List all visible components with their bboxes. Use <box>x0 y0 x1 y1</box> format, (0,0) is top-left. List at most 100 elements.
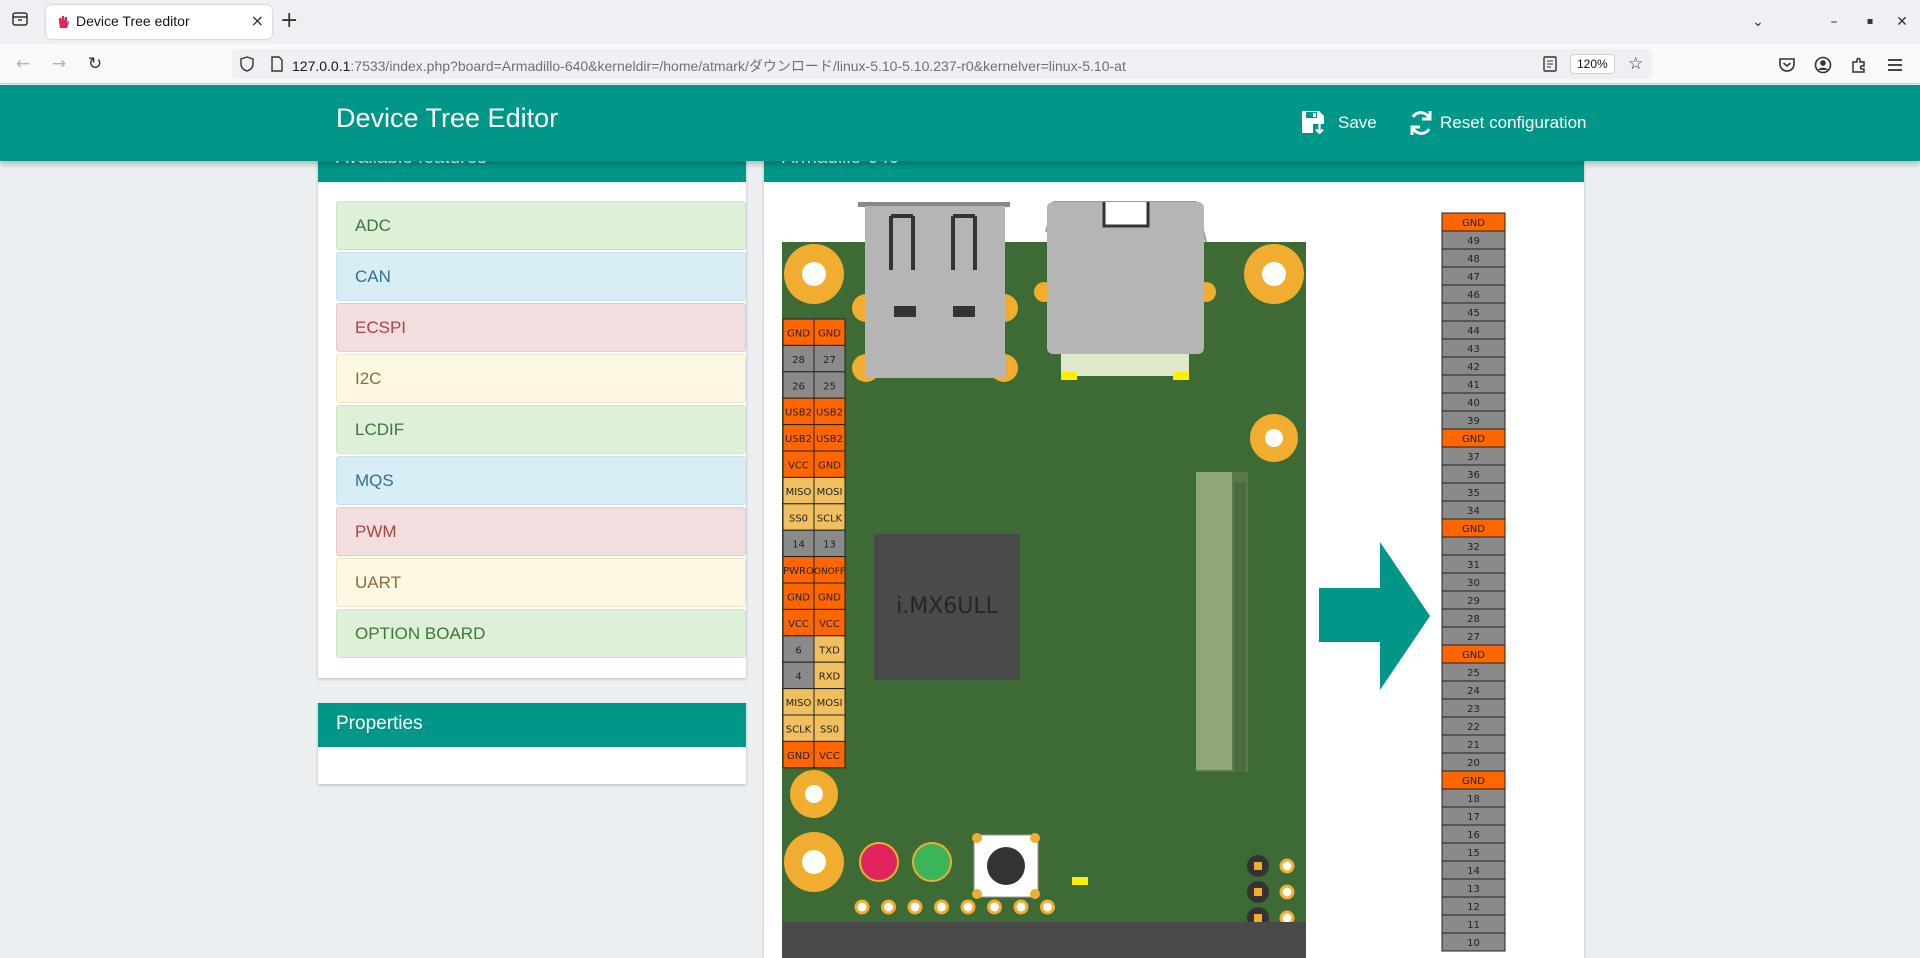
tabs-dropdown-chevron-icon[interactable]: ⌄ <box>1752 14 1764 30</box>
left-header-pin[interactable]: USB2 <box>782 424 815 452</box>
right-header-pin[interactable]: 11 <box>1441 914 1506 934</box>
account-icon[interactable] <box>1814 56 1832 74</box>
left-header-pin[interactable]: USB2 <box>813 424 846 452</box>
extensions-puzzle-icon[interactable] <box>1850 56 1868 74</box>
right-header-pin[interactable]: 22 <box>1441 716 1506 736</box>
left-header-pin[interactable]: MISO <box>782 476 815 505</box>
reset-configuration-button[interactable]: Reset configuration <box>1408 107 1586 139</box>
left-header-pin[interactable]: ONOFF <box>813 556 846 584</box>
right-header-pin[interactable]: 20 <box>1441 752 1506 772</box>
left-header-pin[interactable]: 26 <box>782 371 815 399</box>
right-header-pin[interactable]: 48 <box>1441 248 1506 268</box>
page-info-icon[interactable] <box>270 56 284 72</box>
back-arrow-icon[interactable]: ← <box>15 54 31 74</box>
right-header-pin[interactable]: 49 <box>1441 230 1506 250</box>
feature-item-adc[interactable]: ADC <box>336 201 746 250</box>
zoom-level-badge[interactable]: 120% <box>1570 54 1615 74</box>
left-header-pin[interactable]: 25 <box>813 371 846 399</box>
left-header-pin[interactable]: TXD <box>813 635 846 663</box>
right-header-pin[interactable]: 13 <box>1441 878 1506 898</box>
right-header-pin[interactable]: GND <box>1441 212 1506 232</box>
save-button[interactable]: Save <box>1300 107 1377 139</box>
feature-item-lcdif[interactable]: LCDIF <box>336 405 746 454</box>
right-header-pin[interactable]: GND <box>1441 644 1506 664</box>
left-header-pin[interactable]: GND <box>782 740 815 769</box>
bookmark-star-icon[interactable]: ☆ <box>1628 54 1644 74</box>
right-header-pin[interactable]: 30 <box>1441 572 1506 592</box>
right-header-pin[interactable]: 17 <box>1441 806 1506 826</box>
left-header-pin[interactable]: 6 <box>782 635 815 663</box>
window-close-icon[interactable]: ✕ <box>1896 14 1908 30</box>
left-header-pin[interactable]: MOSI <box>813 688 846 716</box>
right-header-pin[interactable]: 40 <box>1441 392 1506 412</box>
left-header-pin[interactable]: VCC <box>782 450 815 478</box>
right-header-pin[interactable]: 21 <box>1441 734 1506 754</box>
right-header-pin[interactable]: 29 <box>1441 590 1506 610</box>
right-header-pin[interactable]: 37 <box>1441 446 1506 466</box>
right-header-pin[interactable]: 14 <box>1441 860 1506 880</box>
left-header-pin[interactable]: MOSI <box>813 476 846 505</box>
right-header-pin[interactable]: 47 <box>1441 266 1506 286</box>
right-header-pin[interactable]: 43 <box>1441 338 1506 358</box>
right-header-pin[interactable]: 10 <box>1441 932 1506 952</box>
right-header-pin[interactable]: GND <box>1441 518 1506 538</box>
left-header-pin[interactable]: RXD <box>813 661 846 690</box>
window-minimize-icon[interactable]: – <box>1830 14 1838 30</box>
right-header-pin[interactable]: 16 <box>1441 824 1506 844</box>
right-header-pin[interactable]: GND <box>1441 770 1506 790</box>
right-header-pin[interactable]: 45 <box>1441 302 1506 322</box>
right-header-pin[interactable]: 39 <box>1441 410 1506 430</box>
feature-item-option-board[interactable]: OPTION BOARD <box>336 609 746 658</box>
right-header-pin[interactable]: 32 <box>1441 536 1506 556</box>
app-menu-hamburger-icon[interactable] <box>1886 56 1904 74</box>
right-header-pin[interactable]: 27 <box>1441 626 1506 646</box>
reader-view-icon[interactable] <box>1542 56 1558 72</box>
url-text[interactable]: 127.0.0.1:7533/index.php?board=Armadillo… <box>292 58 1126 74</box>
left-header-pin[interactable]: SS0 <box>813 714 846 742</box>
new-tab-plus-icon[interactable]: + <box>280 8 299 33</box>
right-header-pin[interactable]: 23 <box>1441 698 1506 718</box>
right-header-pin[interactable]: 36 <box>1441 464 1506 484</box>
left-header-pin[interactable]: 4 <box>782 661 815 690</box>
feature-item-can[interactable]: CAN <box>336 252 746 301</box>
left-header-pin[interactable]: GND <box>813 582 846 610</box>
left-header-pin[interactable]: SS0 <box>782 503 815 531</box>
right-header-pin[interactable]: GND <box>1441 428 1506 448</box>
left-header-pin[interactable]: 27 <box>813 344 846 373</box>
right-header-pin[interactable]: 28 <box>1441 608 1506 628</box>
right-header-pin[interactable]: 25 <box>1441 662 1506 682</box>
feature-item-i2c[interactable]: I2C <box>336 354 746 403</box>
tab-list-icon[interactable] <box>10 12 30 32</box>
reload-icon[interactable]: ↻ <box>87 54 103 74</box>
left-header-pin[interactable]: VCC <box>813 740 846 769</box>
tab-close-icon[interactable]: × <box>250 11 264 30</box>
feature-item-uart[interactable]: UART <box>336 558 746 607</box>
left-header-pin[interactable]: GND <box>782 582 815 610</box>
left-header-pin[interactable]: VCC <box>782 608 815 637</box>
feature-item-mqs[interactable]: MQS <box>336 456 746 505</box>
left-header-pin[interactable]: 28 <box>782 344 815 373</box>
browser-tab-active[interactable]: Device Tree editor × <box>46 5 272 39</box>
left-header-pin[interactable]: VCC <box>813 608 846 637</box>
left-header-pin[interactable]: 14 <box>782 529 815 558</box>
feature-item-ecspi[interactable]: ECSPI <box>336 303 746 352</box>
right-header-pin[interactable]: 41 <box>1441 374 1506 394</box>
right-header-pin[interactable]: 42 <box>1441 356 1506 376</box>
right-header-pin[interactable]: 15 <box>1441 842 1506 862</box>
right-header-pin[interactable]: 18 <box>1441 788 1506 808</box>
push-button[interactable] <box>972 833 1040 899</box>
url-bar[interactable]: 127.0.0.1:7533/index.php?board=Armadillo… <box>232 49 1652 79</box>
right-header-pin[interactable]: 44 <box>1441 320 1506 340</box>
feature-item-pwm[interactable]: PWM <box>336 507 746 556</box>
left-header-pin[interactable]: SCLK <box>782 714 815 742</box>
forward-arrow-icon[interactable]: → <box>51 54 67 74</box>
right-header-pin[interactable]: 35 <box>1441 482 1506 502</box>
left-header-pin[interactable]: SCLK <box>813 503 846 531</box>
left-header-pin[interactable]: USB2 <box>813 397 846 426</box>
pocket-icon[interactable] <box>1778 56 1796 74</box>
tracking-shield-icon[interactable] <box>240 56 254 72</box>
right-header-pin[interactable]: 12 <box>1441 896 1506 916</box>
right-header-pin[interactable]: 31 <box>1441 554 1506 574</box>
left-header-pin[interactable]: 13 <box>813 529 846 558</box>
left-header-pin[interactable]: GND <box>782 318 815 346</box>
